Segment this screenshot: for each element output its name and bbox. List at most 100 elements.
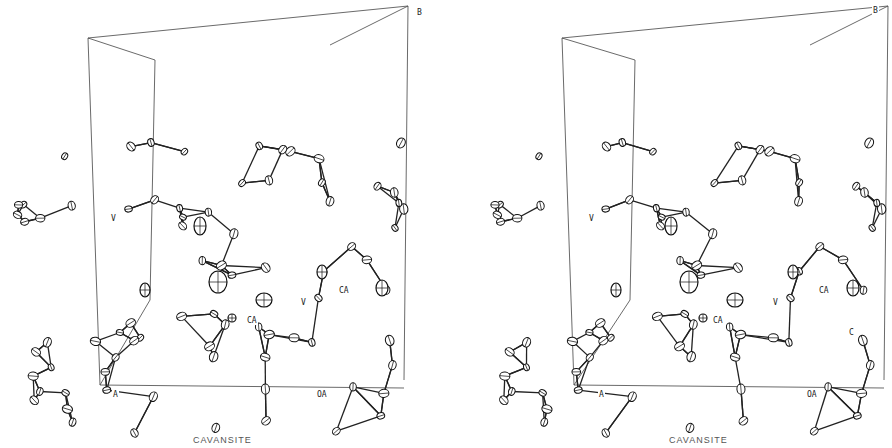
atom-ellipsoid [325, 196, 335, 207]
unit-cell-edge [810, 6, 888, 45]
atom-ellipsoid [384, 334, 395, 347]
bond [324, 247, 352, 272]
ellipsoid-axis [491, 204, 499, 205]
cation-ellipsoid [140, 283, 150, 297]
atom-ellipsoid [90, 336, 102, 346]
unit-cell-edge [404, 6, 408, 380]
bond [151, 143, 184, 152]
cation-ellipsoid [847, 280, 859, 296]
atom-label: CA [246, 316, 258, 325]
ellipsoid-axis [586, 332, 593, 333]
bond [336, 416, 380, 431]
atom-ellipsoid [499, 372, 510, 381]
ellipsoid-axis [211, 312, 218, 316]
atom-ellipsoid [627, 391, 638, 403]
ellipsoid-axis [128, 143, 134, 150]
ellipsoid-axis [228, 274, 236, 275]
atom-ellipsoid [263, 329, 275, 339]
bond [312, 298, 319, 342]
cation-ellipsoid [209, 271, 227, 293]
atom-ellipsoid [67, 201, 76, 211]
ellipsoid-axis [854, 183, 859, 190]
atom-ellipsoid [574, 386, 583, 394]
atom-ellipsoid [732, 261, 744, 274]
ellipsoid-axis [506, 349, 514, 355]
atom-ellipsoid [211, 422, 221, 433]
ellipsoid-axis [735, 293, 736, 307]
ellipsoid-axis [403, 204, 404, 214]
atom-label: V [588, 214, 595, 223]
ellipsoid-axis [393, 225, 397, 231]
ellipsoid-axis [757, 146, 762, 153]
atom-ellipsoid [737, 384, 746, 395]
ellipsoid-axis [630, 392, 634, 401]
ellipsoid-axis [113, 354, 118, 360]
atom-ellipsoid [794, 178, 803, 188]
ellipsoid-axis [180, 215, 186, 218]
atom-ellipsoid [68, 417, 77, 427]
cation-ellipsoid [699, 314, 707, 322]
ellipsoid-axis [125, 209, 133, 210]
unit-cell-edge [574, 300, 630, 385]
atom-ellipsoid [199, 256, 206, 264]
ellipsoid-axis [62, 391, 69, 395]
atom-ellipsoid [651, 311, 663, 322]
ellipsoid-axis [867, 138, 872, 147]
atom-ellipsoid [786, 293, 796, 303]
ellipsoid-axis [692, 263, 701, 268]
ellipsoid-axis [817, 244, 824, 250]
atom-ellipsoid [853, 412, 862, 420]
ellipsoid-axis [262, 418, 269, 424]
atom-ellipsoid [261, 384, 270, 395]
ellipsoid-axis [712, 180, 717, 185]
atom-label: CA [338, 286, 350, 295]
ellipsoid-axis [145, 283, 146, 297]
bond [730, 327, 735, 357]
ellipsoid-axis [540, 201, 542, 210]
atom-ellipsoid [585, 329, 593, 336]
atom-ellipsoid [873, 199, 880, 207]
ellipsoid-axis [103, 389, 111, 391]
atom-ellipsoid [116, 329, 124, 336]
ellipsoid-axis [264, 384, 266, 394]
atom-ellipsoid [857, 334, 868, 347]
ellipsoid-axis [382, 280, 383, 296]
cation-ellipsoid [376, 280, 388, 296]
bond [134, 397, 153, 433]
atom-ellipsoid [602, 206, 610, 213]
ellipsoid-axis [333, 428, 339, 434]
ellipsoid-axis [71, 418, 74, 426]
atom-ellipsoid [521, 336, 532, 348]
ellipsoid-axis [151, 392, 155, 401]
unit-cell-edge [330, 6, 408, 45]
ellipsoid-axis [289, 337, 299, 338]
ellipsoid-axis [797, 197, 800, 206]
unit-cell-edge [100, 300, 150, 385]
bond [578, 390, 632, 397]
ellipsoid-axis [616, 283, 617, 297]
atom-ellipsoid [28, 372, 39, 381]
ellipsoid-axis [21, 221, 29, 223]
bond [512, 391, 543, 392]
cation-ellipsoid [256, 293, 272, 307]
ellipsoid-axis [177, 315, 186, 319]
atom-ellipsoid [129, 427, 139, 438]
atom-ellipsoid [601, 427, 611, 438]
bond [269, 335, 312, 343]
ellipsoid-axis [391, 361, 393, 370]
ellipsoid-axis [14, 204, 22, 205]
ellipsoid-axis [497, 221, 505, 223]
ellipsoid-axis [311, 339, 313, 347]
atom-ellipsoid [838, 256, 848, 264]
bond [353, 387, 381, 416]
atom-ellipsoid [28, 394, 40, 406]
atom-ellipsoid [735, 329, 747, 339]
atom-ellipsoid [378, 389, 389, 398]
atom-ellipsoid [536, 201, 545, 211]
ellipsoid-axis [116, 332, 123, 333]
ellipsoid-axis [379, 392, 389, 394]
ellipsoid-axis [621, 139, 623, 147]
atom-ellipsoid [737, 415, 749, 427]
atom-ellipsoid [785, 338, 793, 347]
atom-ellipsoid [541, 404, 553, 415]
